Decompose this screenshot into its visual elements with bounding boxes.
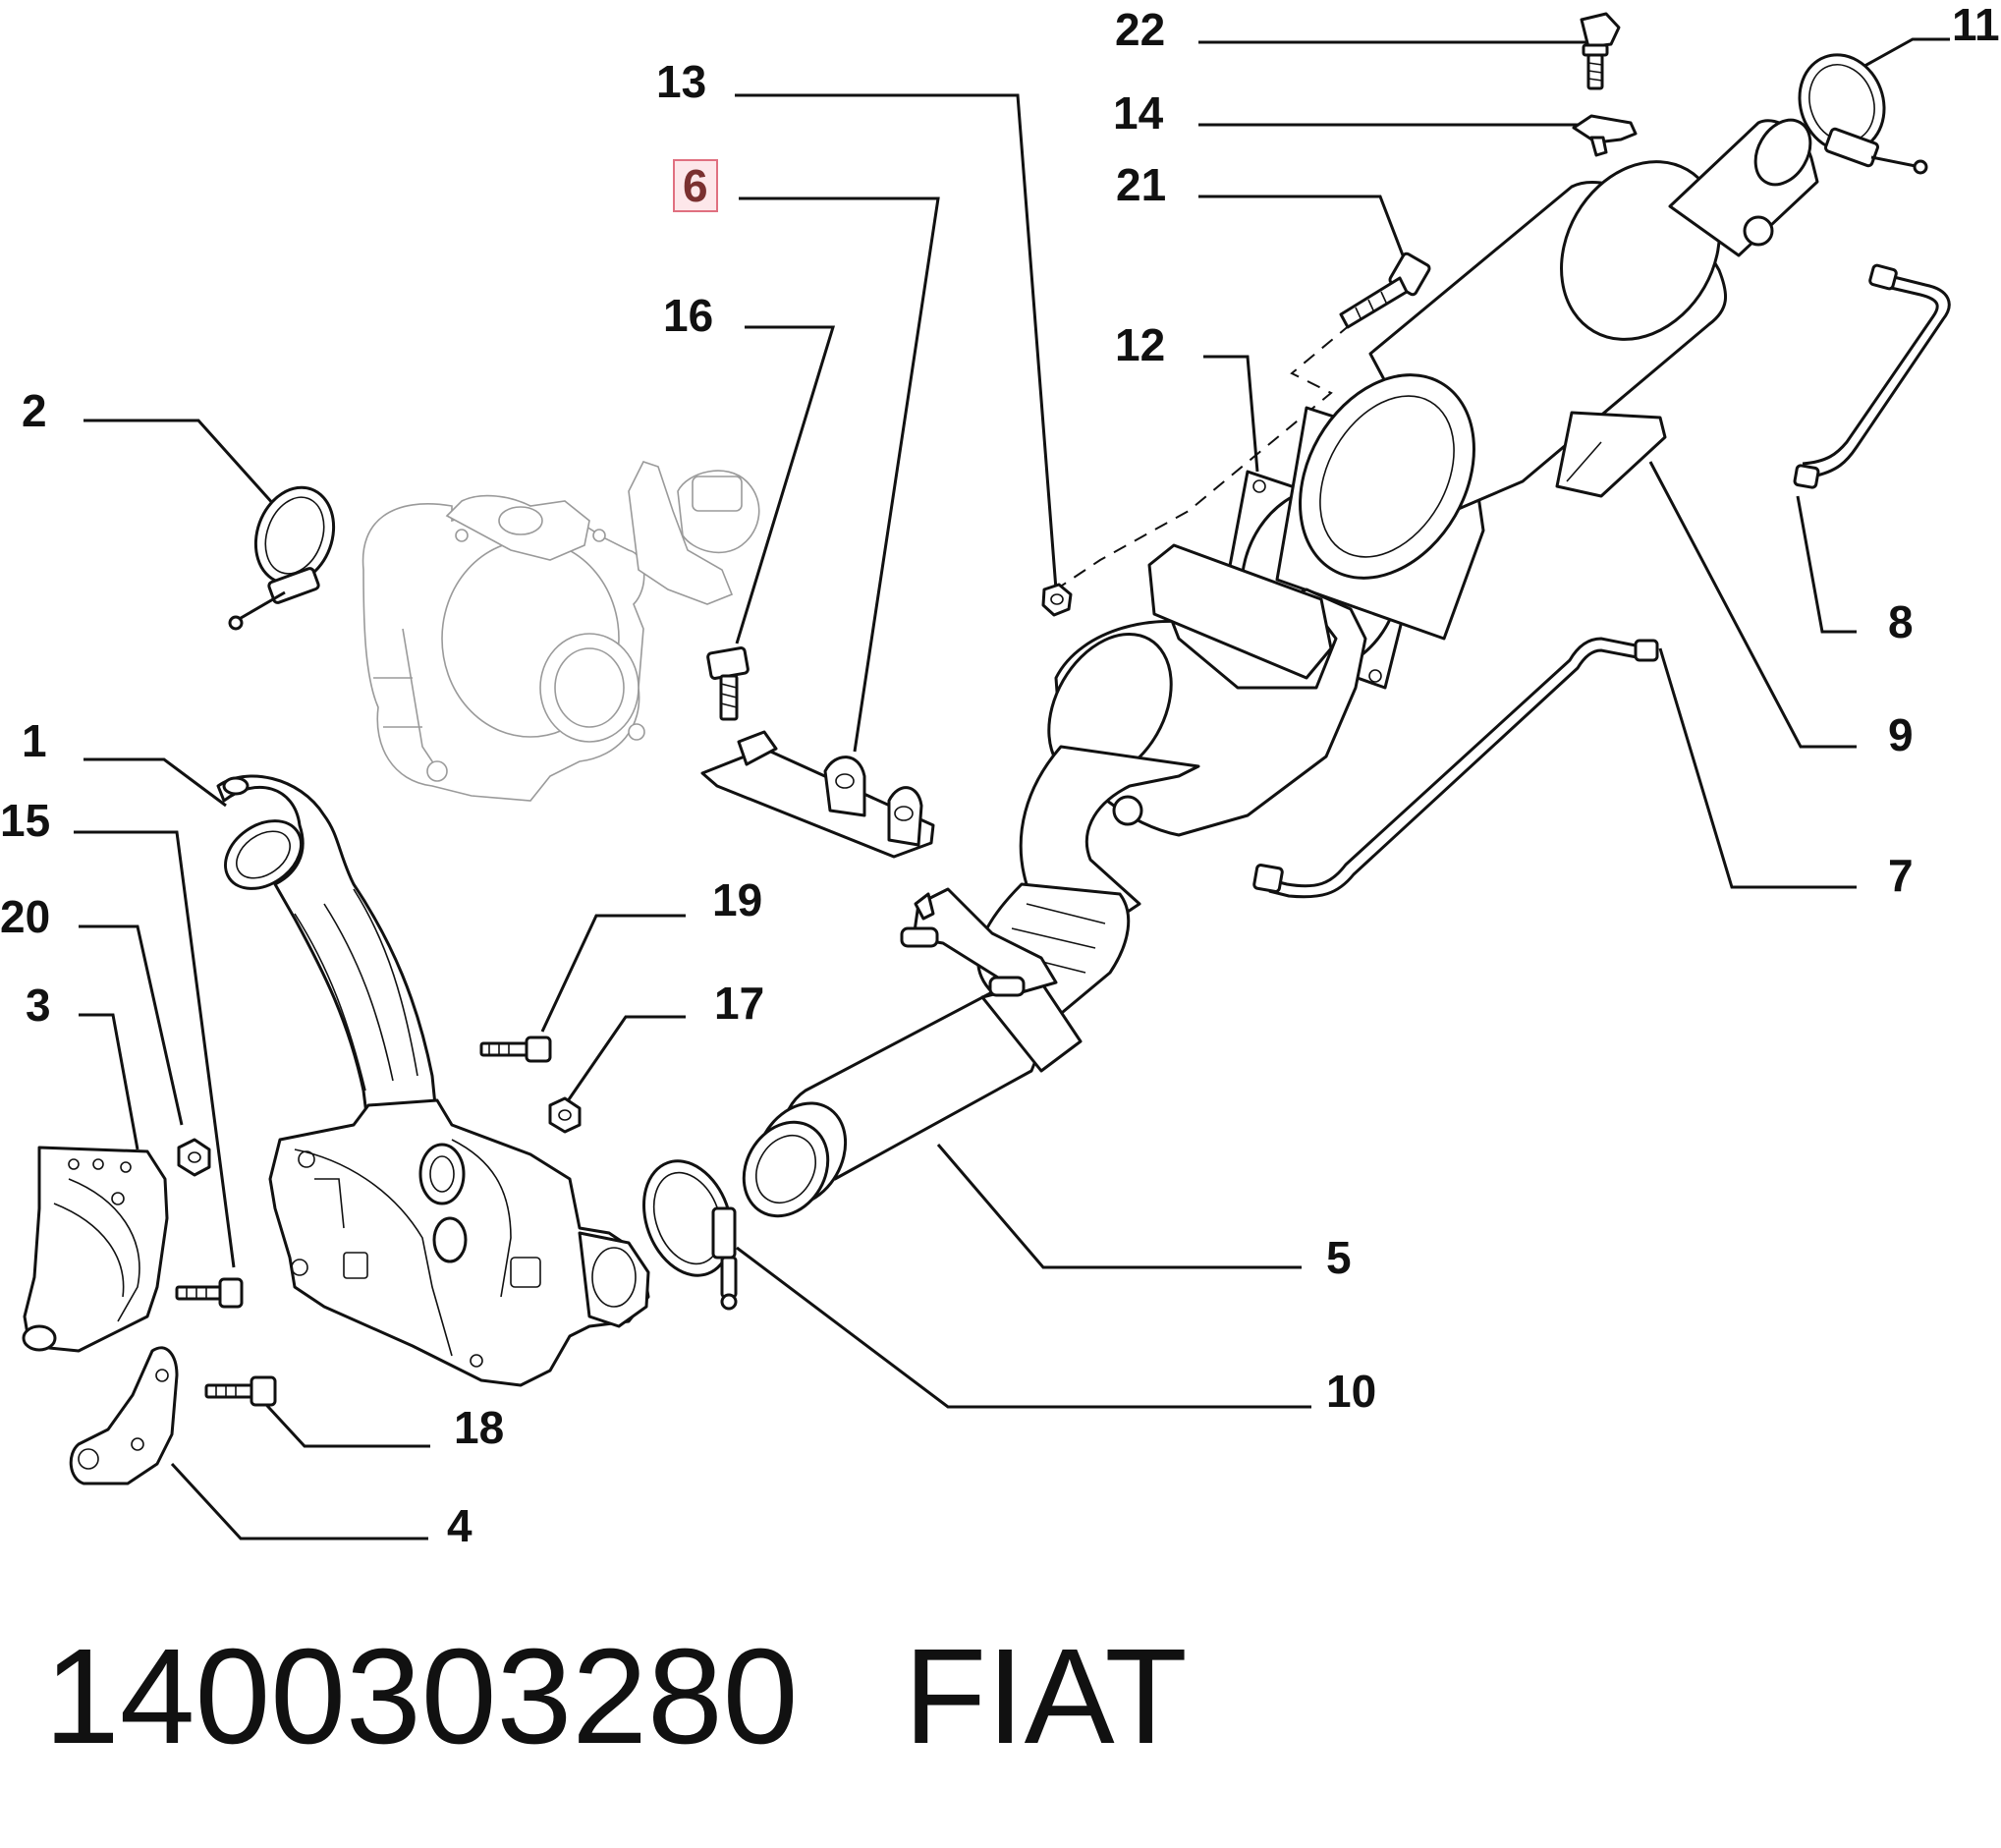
catalytic-converter-5 [742, 543, 1367, 1218]
nut-20 [177, 1138, 211, 1177]
intake-pipe [216, 774, 439, 1132]
leader-15 [74, 830, 236, 1268]
leader-8 [1796, 495, 1857, 634]
callout-20: 20 [0, 891, 51, 942]
callout-13: 13 [656, 56, 707, 107]
callout-14: 14 [1113, 87, 1164, 139]
callout-22: 22 [1115, 4, 1166, 55]
leader-4 [170, 1462, 428, 1540]
bracket-4 [69, 1346, 179, 1485]
clamp-mid-10 [642, 1159, 738, 1311]
bolt-19 [479, 1036, 552, 1063]
leader-9 [1648, 461, 1857, 749]
leader-18 [255, 1393, 430, 1448]
callout-18: 18 [454, 1402, 505, 1453]
leader-17 [563, 1015, 686, 1106]
manifold-converter [268, 1098, 650, 1387]
leader-20 [79, 924, 184, 1126]
bolt-22 [1580, 12, 1621, 90]
bolt-21 [1339, 252, 1431, 329]
bracket-6 [700, 730, 935, 859]
leader-13 [735, 93, 1058, 590]
callout-1: 1 [22, 715, 47, 766]
sensor-pipe-8 [1793, 263, 1951, 489]
leader-16 [735, 325, 836, 644]
clip-14 [1572, 114, 1638, 157]
leader-12 [1203, 355, 1259, 473]
leader-3 [79, 1013, 139, 1150]
callout-8: 8 [1888, 596, 1914, 647]
leader-21 [1198, 195, 1407, 261]
leader-10 [736, 1246, 1311, 1409]
leader-6 [739, 196, 940, 753]
leader-2 [83, 419, 277, 508]
leader-7 [1658, 647, 1857, 889]
leader-19 [540, 914, 686, 1033]
leader-5 [936, 1144, 1302, 1269]
callout-21: 21 [1116, 159, 1167, 210]
heat-shield-3 [22, 1146, 169, 1353]
callout-11: 11 [1952, 0, 2000, 50]
callout-4: 4 [447, 1500, 472, 1551]
clamp-upper-right [1798, 53, 1928, 175]
alignment-dashes [1055, 323, 1352, 590]
leader-1 [83, 757, 227, 808]
callout-3: 3 [26, 980, 51, 1031]
callout-9: 9 [1888, 709, 1914, 760]
callout-15: 15 [0, 795, 51, 846]
leader-lines [74, 37, 1950, 1540]
clamp-upper-left [228, 485, 336, 631]
callout-16: 16 [663, 290, 714, 341]
turbocharger [361, 461, 760, 802]
brand-name: FIAT [904, 1621, 1188, 1772]
callout-2: 2 [22, 385, 47, 436]
callout-5: 5 [1326, 1232, 1352, 1283]
sensor-pipe-7 [1252, 637, 1659, 899]
callout-17: 17 [714, 978, 765, 1029]
bolt-15 [175, 1277, 244, 1309]
nut-17 [548, 1096, 582, 1134]
particulate-filter-9 [1275, 118, 1819, 641]
callout-19: 19 [712, 874, 763, 925]
callout-6: 6 [673, 159, 718, 212]
bolt-18 [204, 1375, 277, 1407]
callout-12: 12 [1115, 319, 1166, 370]
nut-13 [1041, 583, 1073, 617]
part-number: 1400303280 [44, 1621, 799, 1772]
callout-7: 7 [1888, 850, 1914, 901]
bolt-16 [706, 646, 750, 721]
callout-10: 10 [1326, 1366, 1377, 1417]
